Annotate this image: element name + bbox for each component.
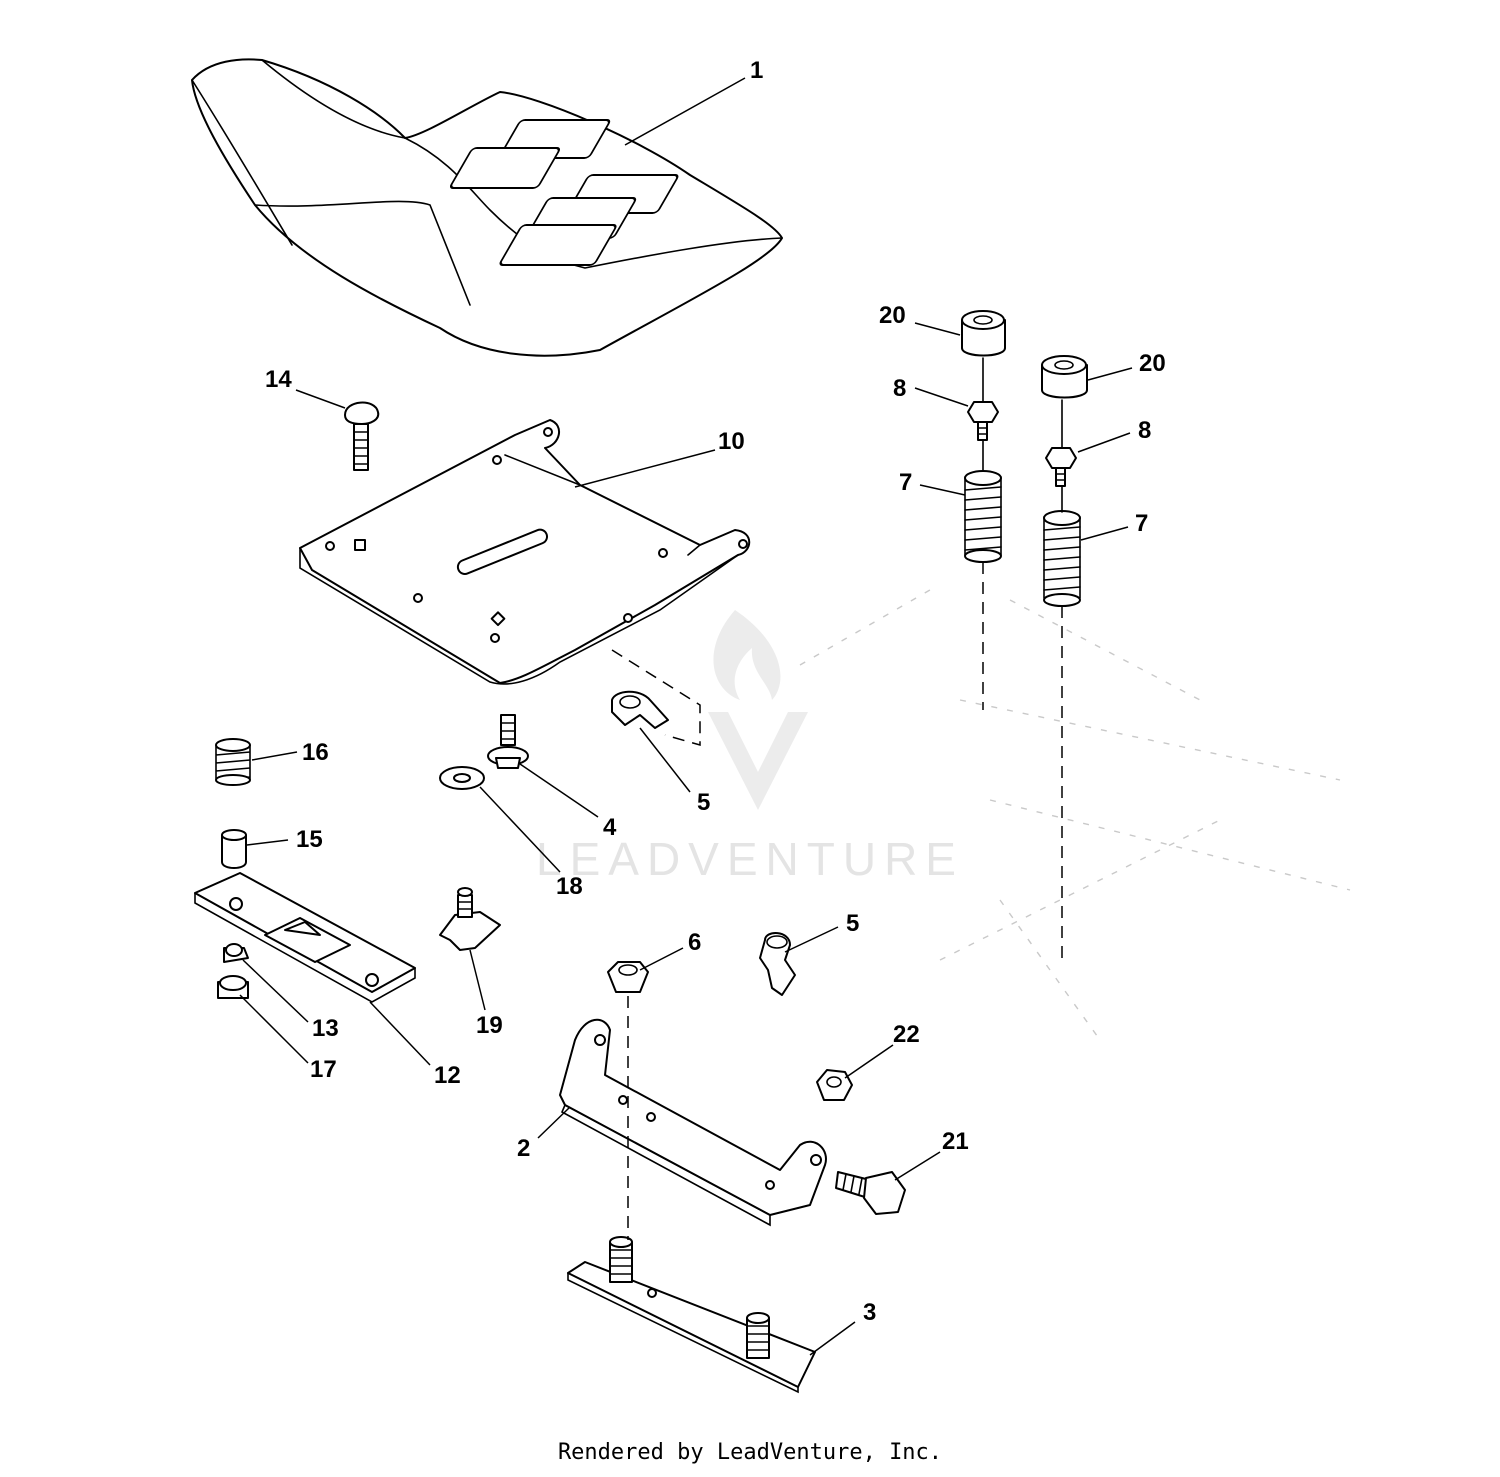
small-spring	[215, 738, 251, 786]
callout-14: 14	[265, 366, 292, 393]
callout-numbers: 1 2 3 4 5 5 6 7 7 8 8 10 12 13 14 15 16 …	[265, 57, 1166, 1326]
callout-3: 3	[863, 1299, 876, 1326]
screw-left	[967, 401, 999, 441]
callout-7b: 7	[1135, 510, 1148, 537]
adjustment-knob	[439, 887, 501, 951]
cable-clip-lower	[759, 932, 796, 996]
pivot-bracket	[559, 1018, 827, 1227]
callout-5a: 5	[697, 789, 710, 816]
callout-4: 4	[603, 814, 617, 841]
ghost-lines	[799, 589, 1351, 1041]
spacer-right	[1041, 355, 1088, 399]
callout-21: 21	[942, 1128, 969, 1155]
watermark: LEADVENTURE	[536, 610, 964, 885]
assembly-lines	[611, 357, 1063, 1240]
callout-20a: 20	[879, 302, 906, 329]
adjustment-bracket	[194, 872, 416, 1003]
bushing	[221, 829, 247, 869]
flat-washer	[439, 766, 485, 790]
flame-v-logo-icon	[708, 610, 808, 810]
callout-5b: 5	[846, 910, 859, 937]
callout-16: 16	[302, 739, 329, 766]
watermark-text: LEADVENTURE	[536, 833, 964, 885]
leader-lines	[239, 77, 1133, 1356]
shoulder-bolt	[487, 714, 529, 769]
hex-nut	[816, 1069, 853, 1101]
lock-nut	[607, 961, 649, 993]
callout-8a: 8	[893, 375, 906, 402]
callout-12: 12	[434, 1062, 461, 1089]
seat-spring-left	[964, 470, 1002, 563]
callout-20b: 20	[1139, 350, 1166, 377]
callout-8b: 8	[1138, 417, 1151, 444]
callout-22: 22	[893, 1021, 920, 1048]
seat-spring-right	[1043, 510, 1081, 607]
stud-plate	[567, 1236, 816, 1394]
flange-bolt	[835, 1171, 906, 1215]
carriage-bolt	[344, 401, 380, 471]
callout-1: 1	[750, 57, 763, 84]
screw-right	[1045, 447, 1077, 487]
spacer-left	[961, 310, 1006, 357]
cable-clip-upper	[611, 690, 669, 729]
callout-19: 19	[476, 1012, 503, 1039]
callout-17: 17	[310, 1056, 337, 1083]
callout-10: 10	[718, 428, 745, 455]
callout-15: 15	[296, 826, 323, 853]
callout-7a: 7	[899, 469, 912, 496]
hex-nuts-small	[217, 943, 249, 999]
seat	[191, 58, 783, 357]
callout-2: 2	[517, 1135, 530, 1162]
callout-6: 6	[688, 929, 701, 956]
footer-credit: Rendered by LeadVenture, Inc.	[557, 1440, 943, 1465]
callout-13: 13	[312, 1015, 339, 1042]
seat-pan	[299, 419, 751, 685]
callout-18: 18	[556, 873, 583, 900]
